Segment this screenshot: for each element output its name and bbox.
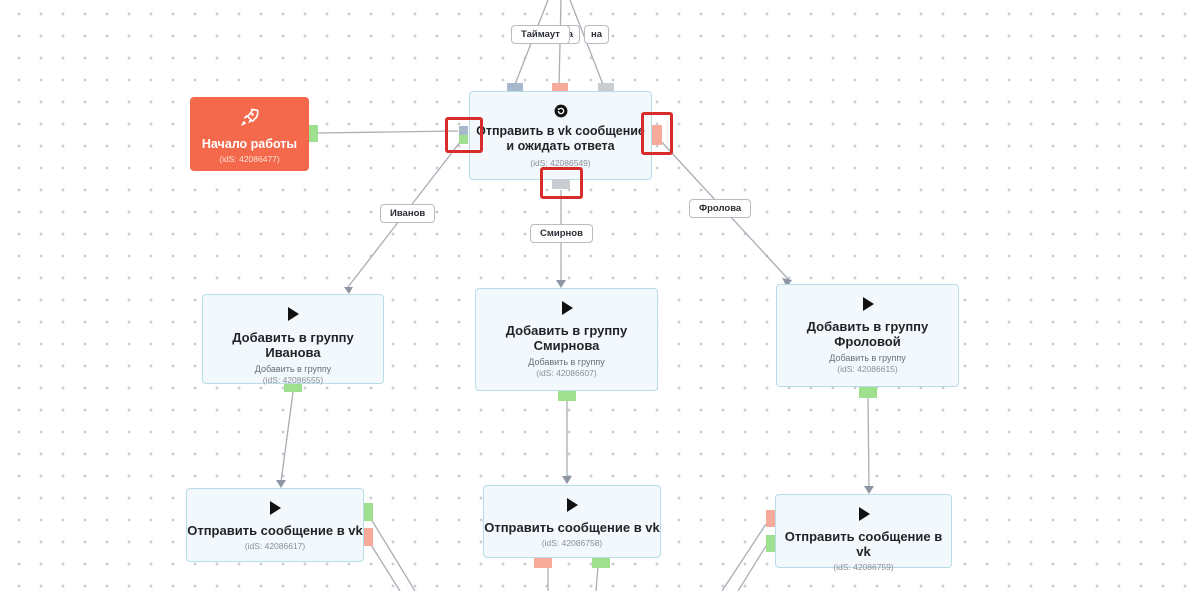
group-node-title: Добавить в группу Иванова — [232, 330, 354, 360]
edge-label-ivanov[interactable]: Иванов — [380, 204, 436, 223]
send-node-title: Отправить сообщение в vk — [484, 520, 660, 535]
play-icon — [858, 507, 870, 521]
arrow-smirnov — [556, 280, 566, 288]
play-icon — [862, 297, 874, 311]
main-left-port[interactable] — [459, 126, 468, 144]
start-node[interactable]: Начало работы (idS: 42086477) — [190, 97, 309, 171]
send-node-1[interactable]: Отправить сообщение в vk (idS: 42086617) — [186, 488, 364, 562]
edge-label-timeout[interactable]: Таймаут — [511, 25, 570, 44]
group-node-id: (idS: 42086607) — [536, 368, 597, 378]
send3-input-port-1[interactable] — [766, 510, 776, 527]
send2-error-port[interactable] — [534, 558, 552, 568]
play-icon — [567, 498, 578, 512]
group-node-title-line1: Добавить в группу — [505, 323, 628, 338]
group-node-subtitle: Добавить в группу — [528, 357, 605, 367]
play-icon — [561, 301, 573, 315]
highlight-left-port — [445, 117, 483, 153]
main-input-port-2[interactable] — [552, 83, 568, 92]
start-node-title: Начало работы — [201, 137, 298, 151]
start-output-port[interactable] — [309, 125, 318, 142]
send1-success-port[interactable] — [364, 503, 373, 521]
group-node-title-line2: Смирнова — [533, 338, 600, 353]
send-node-id: (idS: 42086759) — [833, 562, 894, 572]
edge-group3-send3 — [867, 397, 870, 490]
group-frolova-output-port[interactable] — [859, 387, 877, 398]
send-node-id: (idS: 42086758) — [541, 538, 603, 548]
edge-start-to-main — [317, 130, 459, 134]
highlight-bottom-port — [540, 167, 583, 199]
group-node-ivanov[interactable]: Добавить в группу Иванова Добавить в гру… — [202, 294, 384, 385]
edge-send3-in-2 — [737, 545, 767, 591]
send-node-title: Отправить сообщение в vk — [784, 529, 943, 559]
edge-send1-out-2 — [367, 539, 401, 591]
start-node-id: (idS: 42086477) — [219, 154, 280, 164]
play-icon — [270, 501, 281, 515]
group-node-subtitle: Добавить в группу — [829, 353, 906, 363]
edge-label-text: Таймаут — [521, 29, 560, 40]
send1-error-port[interactable] — [364, 528, 373, 546]
send3-input-port-2[interactable] — [766, 535, 776, 552]
group-ivanov-output-port[interactable] — [284, 384, 302, 392]
edge-label-partial-right[interactable]: на — [584, 25, 610, 44]
edge-label-text: Смирнов — [540, 228, 583, 239]
group-smirnov-output-port[interactable] — [558, 391, 576, 401]
rocket-icon — [240, 108, 259, 127]
play-icon — [288, 307, 299, 321]
arrow-send1 — [276, 480, 286, 488]
send-node-2[interactable]: Отправить сообщение в vk (idS: 42086758) — [483, 485, 661, 558]
edge-send2-out-2 — [595, 565, 599, 591]
edge-label-smirnov[interactable]: Смирнов — [530, 224, 593, 243]
edge-label-text: на — [591, 29, 603, 40]
edge-label-frolova[interactable]: Фролова — [689, 199, 752, 218]
edge-group1-send1 — [280, 391, 294, 483]
send2-success-port[interactable] — [592, 558, 610, 568]
group-node-subtitle: Добавить в группу — [254, 364, 332, 374]
group-node-frolova[interactable]: Добавить в группу Фроловой Добавить в гр… — [776, 284, 959, 387]
group-node-title-line1: Добавить в группу — [806, 319, 929, 334]
arrow-frolova — [782, 278, 792, 287]
group-node-title-line2: Фроловой — [834, 334, 901, 349]
send-node-title: Отправить сообщение в vk — [187, 523, 363, 538]
arrow-send3 — [864, 486, 874, 494]
group-node-smirnov[interactable]: Добавить в группу Смирнова Добавить в гр… — [475, 288, 658, 391]
main-right-port[interactable] — [652, 125, 662, 145]
edge-send1-out-1 — [367, 513, 416, 591]
main-input-port-3[interactable] — [598, 83, 614, 92]
edge-label-text: Иванов — [390, 208, 426, 219]
send-node-3[interactable]: Отправить сообщение в vk (idS: 42086759) — [775, 494, 952, 572]
main-node-id: (idS: 42086549) — [530, 158, 591, 168]
main-input-port-1[interactable] — [507, 83, 523, 92]
highlight-right-port — [641, 112, 673, 155]
main-node-title: Отправить в vk сообщение и ожидать ответ… — [476, 124, 645, 153]
group-node-id: (idS: 42086615) — [837, 364, 898, 374]
edge-send3-in-1 — [721, 523, 767, 591]
send-node-id: (idS: 42086617) — [244, 541, 306, 551]
main-bottom-port[interactable] — [552, 179, 570, 189]
group-node-id: (idS: 42086555) — [262, 375, 324, 385]
edge-label-text: Фролова — [699, 203, 742, 214]
arrow-ivanov — [344, 287, 353, 294]
arrow-send2 — [562, 476, 572, 484]
refresh-icon — [554, 104, 567, 118]
